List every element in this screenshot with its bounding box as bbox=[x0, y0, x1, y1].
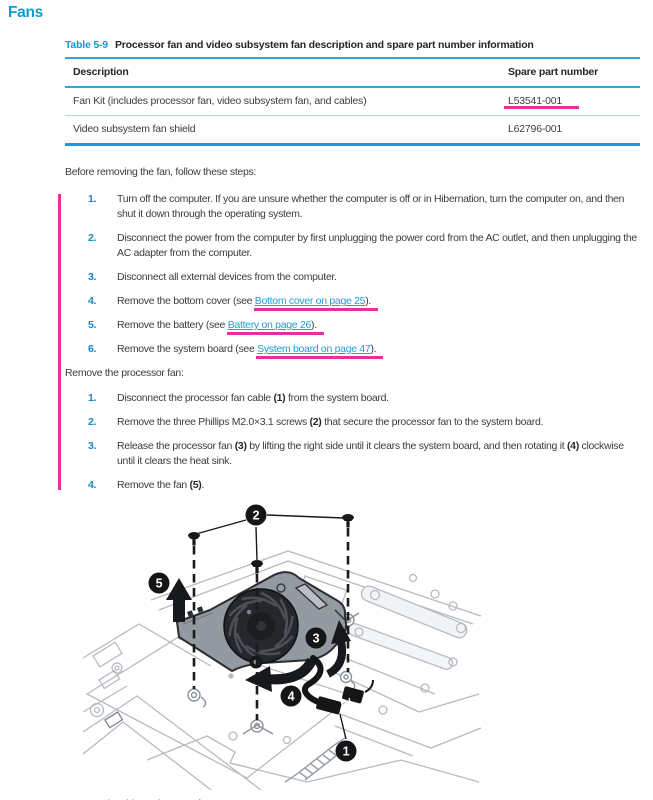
after-figure-text: Remove the video subsystem fan: bbox=[65, 797, 640, 800]
step-number: 5. bbox=[88, 319, 97, 331]
step-number: 3. bbox=[88, 271, 97, 283]
before-steps-intro: Before removing the fan, follow these st… bbox=[65, 166, 257, 178]
step-number: 1. bbox=[88, 392, 97, 404]
annotation-underline bbox=[504, 106, 580, 109]
step-text: Remove the fan (5). bbox=[117, 479, 205, 491]
table-header-row: Description Spare part number bbox=[65, 58, 640, 88]
callout-5-badge: 5 bbox=[148, 572, 170, 594]
hinge-coil bbox=[284, 737, 346, 783]
step-number: 2. bbox=[88, 232, 97, 244]
screw-guide-lines bbox=[192, 528, 350, 720]
part-number-value: L53541-001 bbox=[508, 95, 563, 107]
col-header-part-number: Spare part number bbox=[500, 58, 640, 88]
step-text: Release the processor fan (3) by lifting… bbox=[117, 440, 624, 467]
screw-icon bbox=[251, 560, 263, 574]
step-text: Remove the three Phillips M2.0×3.1 screw… bbox=[117, 416, 544, 428]
callout-leader-lines bbox=[195, 514, 347, 740]
step-text: Turn off the computer. If you are unsure… bbox=[117, 193, 625, 220]
step-number: 2. bbox=[88, 416, 97, 428]
fan-removal-figure: 2 5 3 4 1 bbox=[83, 498, 483, 790]
col-header-description: Description bbox=[65, 58, 500, 88]
svg-text:5: 5 bbox=[156, 576, 163, 590]
before-steps-list: 1. Turn off the computer. If you are uns… bbox=[65, 192, 640, 359]
step-number: 3. bbox=[88, 440, 97, 452]
spare-parts-table: Description Spare part number Fan Kit (i… bbox=[65, 57, 640, 146]
fan-cable-graphic bbox=[301, 655, 374, 715]
step-text: Remove the battery (see Battery on page … bbox=[117, 318, 640, 335]
step-text: Remove the bottom cover (see Bottom cove… bbox=[117, 294, 640, 311]
rotate-arrow-icon bbox=[265, 657, 317, 685]
step-item: 2. Disconnect the power from the compute… bbox=[65, 231, 640, 261]
step-number: 1. bbox=[88, 193, 97, 205]
callout-1-badge: 1 bbox=[335, 740, 357, 762]
step-number: 6. bbox=[88, 343, 97, 355]
step-item: 1. Turn off the computer. If you are uns… bbox=[65, 192, 640, 222]
motion-arrows bbox=[166, 578, 351, 692]
table-caption-text: Processor fan and video subsystem fan de… bbox=[114, 39, 534, 51]
callout-badges: 2 5 3 4 1 bbox=[148, 504, 357, 762]
step-number: 4. bbox=[88, 479, 97, 491]
step-text: Disconnect all external devices from the… bbox=[117, 271, 337, 283]
processor-fan-graphic bbox=[176, 571, 348, 672]
annotation-bar bbox=[58, 194, 61, 490]
step-item: 3. Disconnect all external devices from … bbox=[65, 270, 640, 285]
annotation-underline bbox=[256, 356, 384, 359]
step-item: 4. Remove the fan (5). bbox=[65, 478, 640, 493]
annotation-underline bbox=[253, 308, 379, 311]
callout-3-badge: 3 bbox=[305, 627, 327, 649]
callout-4-badge: 4 bbox=[280, 685, 302, 707]
screw-icons bbox=[188, 514, 354, 574]
page-title: Fans bbox=[8, 4, 43, 21]
step-number: 4. bbox=[88, 295, 97, 307]
step-item: 6. Remove the system board (see System b… bbox=[65, 342, 640, 359]
table-caption: Table 5-9 Processor fan and video subsyst… bbox=[65, 38, 640, 53]
step-item: 2. Remove the three Phillips M2.0×3.1 sc… bbox=[65, 415, 640, 430]
step-text: Disconnect the power from the computer b… bbox=[117, 232, 637, 259]
step-item: 4. Remove the bottom cover (see Bottom c… bbox=[65, 294, 640, 311]
description-cell: Video subsystem fan shield bbox=[73, 123, 196, 135]
svg-text:3: 3 bbox=[313, 631, 320, 645]
fan-blades bbox=[220, 583, 302, 669]
bottom-cover-link[interactable]: Bottom cover on page 25 bbox=[254, 295, 366, 307]
lift-arrow-icon bbox=[166, 578, 192, 622]
screw-icon bbox=[188, 532, 200, 546]
svg-text:2: 2 bbox=[253, 508, 260, 522]
part-number-cell: L62796-001 bbox=[508, 123, 563, 135]
callout-2-badge: 2 bbox=[245, 504, 267, 526]
page-content: Table 5-9 Processor fan and video subsyst… bbox=[58, 38, 640, 800]
fan-removal-illustration: 2 5 3 4 1 bbox=[83, 504, 482, 790]
lift-edge-arrow-icon bbox=[325, 640, 347, 678]
step-item: 1. Disconnect the processor fan cable (1… bbox=[65, 391, 640, 406]
step-item: 5. Remove the battery (see Battery on pa… bbox=[65, 318, 640, 335]
step-item: 3. Release the processor fan (3) by lift… bbox=[65, 439, 640, 469]
remove-fan-steps-list: 1. Disconnect the processor fan cable (1… bbox=[65, 391, 640, 493]
description-cell: Fan Kit (includes processor fan, video s… bbox=[65, 87, 500, 116]
system-board-link[interactable]: System board on page 47 bbox=[257, 343, 371, 355]
svg-text:4: 4 bbox=[288, 689, 295, 703]
table-caption-label: Table 5-9 bbox=[65, 39, 108, 51]
step-text: Remove the system board (see System boar… bbox=[117, 342, 640, 359]
remove-processor-fan-heading: Remove the processor fan: bbox=[65, 367, 184, 379]
annotation-underline bbox=[226, 332, 325, 335]
part-number-cell: L53541-001 bbox=[500, 87, 640, 116]
table-row: Video subsystem fan shield L62796-001 bbox=[65, 116, 640, 145]
annotation-region: 1. Turn off the computer. If you are uns… bbox=[58, 192, 640, 493]
screw-icon bbox=[342, 514, 354, 528]
svg-text:1: 1 bbox=[343, 744, 350, 758]
step-text: Disconnect the processor fan cable (1) f… bbox=[117, 392, 389, 404]
battery-link[interactable]: Battery on page 26 bbox=[227, 319, 312, 331]
table-row: Fan Kit (includes processor fan, video s… bbox=[65, 87, 640, 116]
